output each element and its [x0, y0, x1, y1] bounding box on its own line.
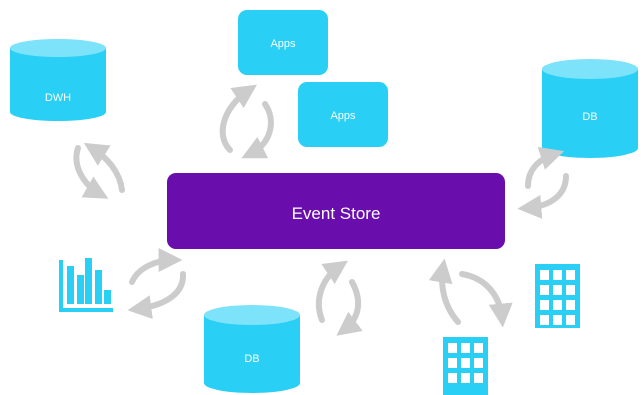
- db-bottom-database: DB: [204, 305, 300, 393]
- chart-bar: [77, 275, 84, 304]
- dwh-label: DWH: [45, 92, 71, 104]
- chart-bar: [95, 270, 102, 304]
- dwh-cylinder-body: [10, 48, 106, 121]
- chart-bar: [85, 258, 92, 304]
- dwh-database: DWH: [10, 39, 106, 121]
- sync-arrow: [241, 101, 274, 159]
- db-right-database: DB: [542, 59, 638, 158]
- bar-chart-icon: [59, 258, 113, 312]
- event-store-label: Event Store: [292, 204, 381, 223]
- sync-arrows-analytics: [127, 248, 186, 320]
- sync-arrows-apps: [219, 84, 274, 159]
- sync-arrow: [73, 145, 109, 199]
- apps-second-label: Apps: [330, 110, 356, 122]
- apps-second-box: Apps: [298, 82, 388, 147]
- sync-arrows-db-right: [517, 146, 569, 219]
- event-store-rect: [167, 173, 505, 249]
- sync-arrow: [83, 142, 125, 193]
- chart-bar: [104, 290, 111, 304]
- sync-arrow: [336, 279, 363, 336]
- sync-arrow: [127, 271, 186, 320]
- sync-arrows-building: [428, 258, 513, 328]
- chart-axis-x: [59, 308, 113, 312]
- db-bottom-cylinder-body: [204, 315, 300, 393]
- sync-arrow: [129, 248, 183, 285]
- sync-arrow: [315, 260, 348, 323]
- db-right-cylinder-body: [542, 69, 638, 158]
- office-building-icon: [535, 264, 580, 328]
- office-building-icon: [443, 337, 488, 395]
- sync-arrows-dwh: [73, 142, 125, 199]
- apps-top-box: Apps: [238, 10, 328, 75]
- chart-axis-y: [59, 260, 63, 312]
- db-bottom-label: DB: [244, 353, 259, 365]
- sync-arrow: [459, 271, 513, 328]
- db-bottom-cylinder-top: [204, 305, 300, 325]
- event-store: Event Store: [167, 173, 505, 249]
- sync-arrows-db-bottom: [315, 260, 363, 336]
- chart-bar: [67, 266, 74, 304]
- sync-arrow: [525, 146, 565, 189]
- sync-arrow: [517, 173, 569, 219]
- dwh-cylinder-top: [10, 39, 106, 57]
- db-right-label: DB: [582, 111, 597, 123]
- sync-arrow: [428, 258, 461, 325]
- apps-top-label: Apps: [270, 38, 296, 50]
- sync-arrow: [219, 84, 257, 153]
- building-bottom-windows: [448, 343, 483, 383]
- db-right-cylinder-top: [542, 59, 638, 79]
- building-right-windows: [540, 270, 575, 325]
- apps-top-rect: [238, 10, 328, 75]
- apps-second-rect: [298, 82, 388, 147]
